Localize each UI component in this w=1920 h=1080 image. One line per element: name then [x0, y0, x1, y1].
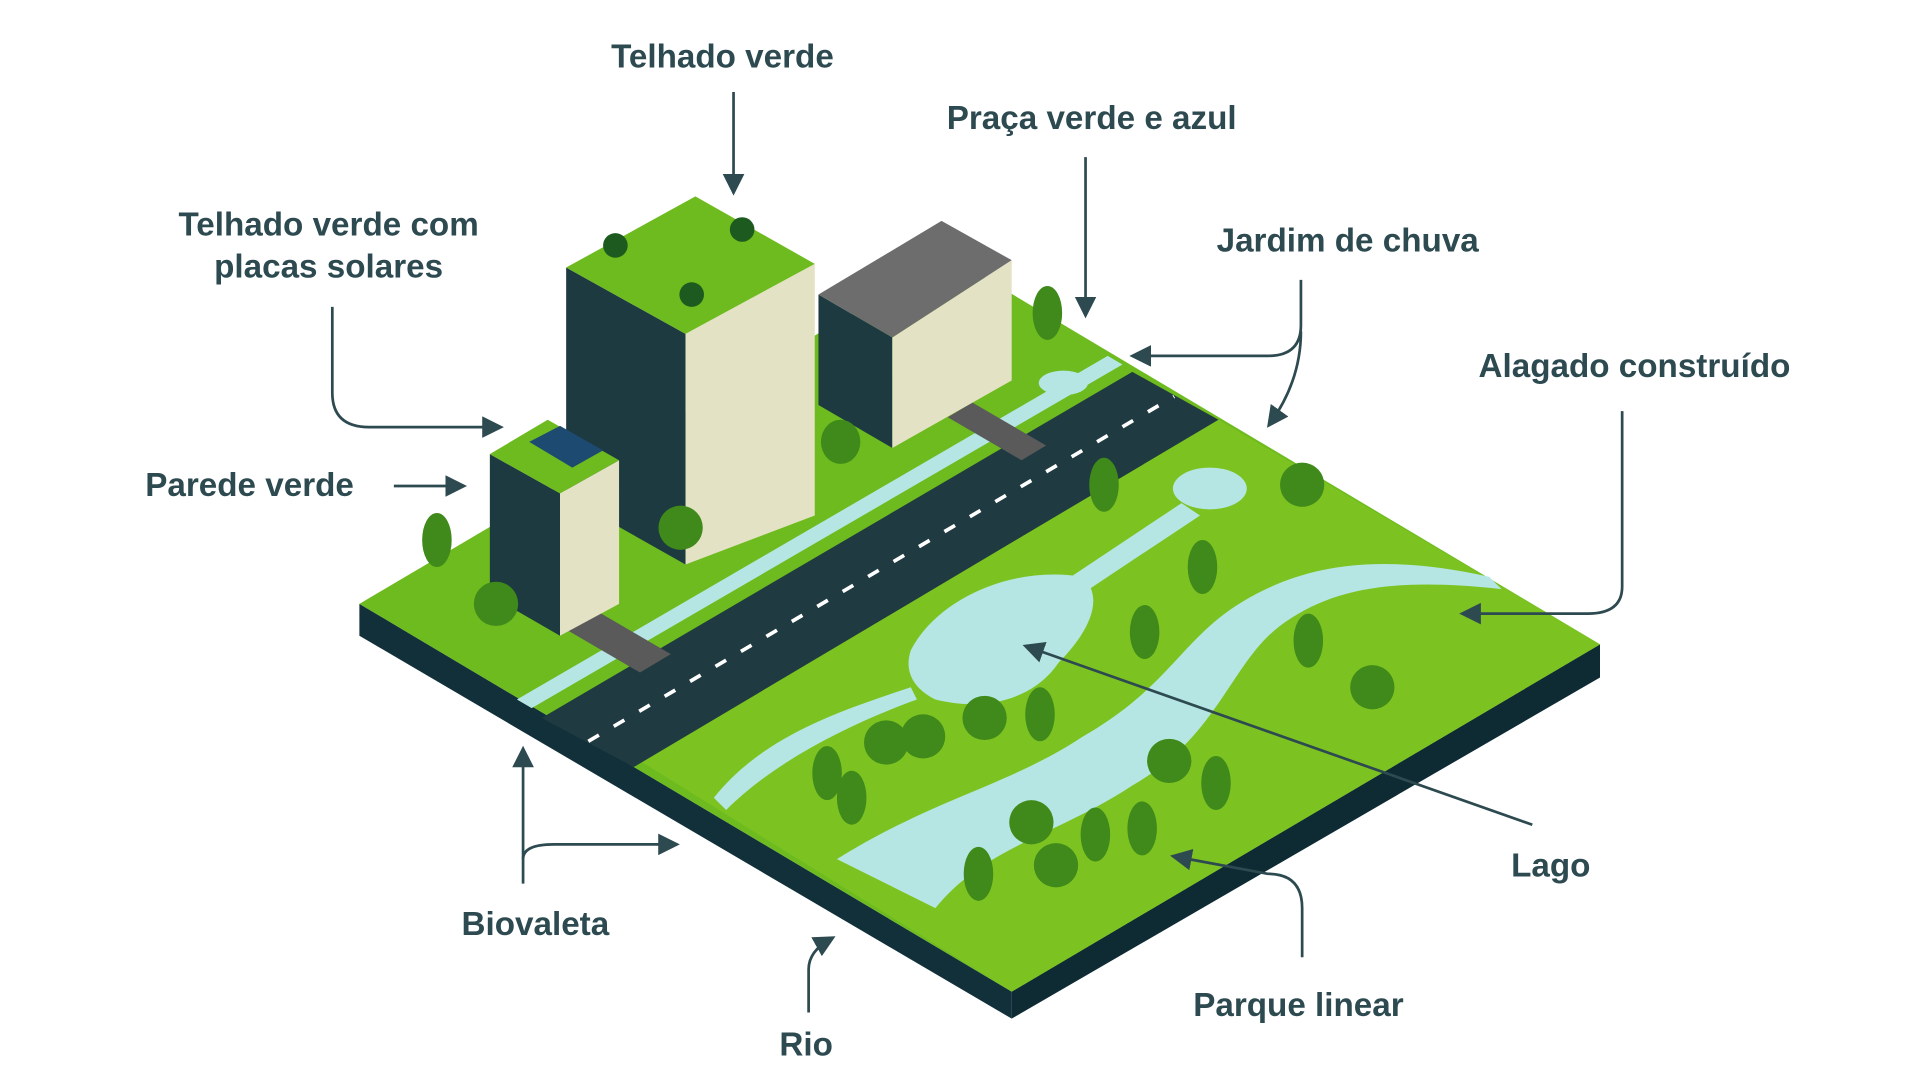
- arrow-biovaleta-2: [521, 833, 680, 860]
- label-parque: Parque linear: [1193, 987, 1404, 1024]
- arrow-parque: [1170, 848, 1304, 958]
- arrow-jardim-2: [1267, 331, 1303, 428]
- arrow-telhado-solar: [330, 306, 504, 438]
- annotations: Telhado verde Praça verde e azul Telhado…: [145, 39, 1790, 1064]
- label-parede: Parede verde: [145, 467, 354, 504]
- label-telhado-solar-1: Telhado verde com: [178, 207, 478, 244]
- label-biovaleta: Biovaleta: [462, 906, 610, 943]
- label-rio: Rio: [779, 1026, 833, 1063]
- arrow-jardim-1: [1129, 279, 1303, 367]
- base-side-left: [359, 603, 1012, 1019]
- label-telhado-solar-2: placas solares: [214, 248, 443, 285]
- label-praca: Praça verde e azul: [947, 100, 1237, 137]
- label-alagado: Alagado construído: [1479, 348, 1791, 385]
- label-lago: Lago: [1511, 847, 1590, 884]
- label-telhado-verde: Telhado verde: [611, 39, 834, 76]
- mid-building: [818, 220, 1012, 448]
- pond: [1172, 467, 1247, 510]
- solar-panels: [529, 425, 604, 468]
- river: [836, 564, 1502, 909]
- arrow-lago: [1022, 641, 1533, 827]
- biovaleta-strip: [516, 355, 1123, 709]
- wetland: [1335, 591, 1471, 636]
- stream: [713, 503, 1200, 810]
- water: [713, 370, 1502, 909]
- road: [516, 355, 1219, 768]
- lake: [908, 574, 1094, 705]
- gray-roof: [818, 220, 1012, 338]
- arrow-alagado: [1459, 411, 1624, 625]
- label-jardim: Jardim de chuva: [1217, 223, 1480, 260]
- arrow-rio: [807, 936, 836, 1013]
- trees: [422, 285, 1395, 901]
- base-side-right: [1011, 644, 1600, 1019]
- plaza-pond: [1038, 370, 1088, 396]
